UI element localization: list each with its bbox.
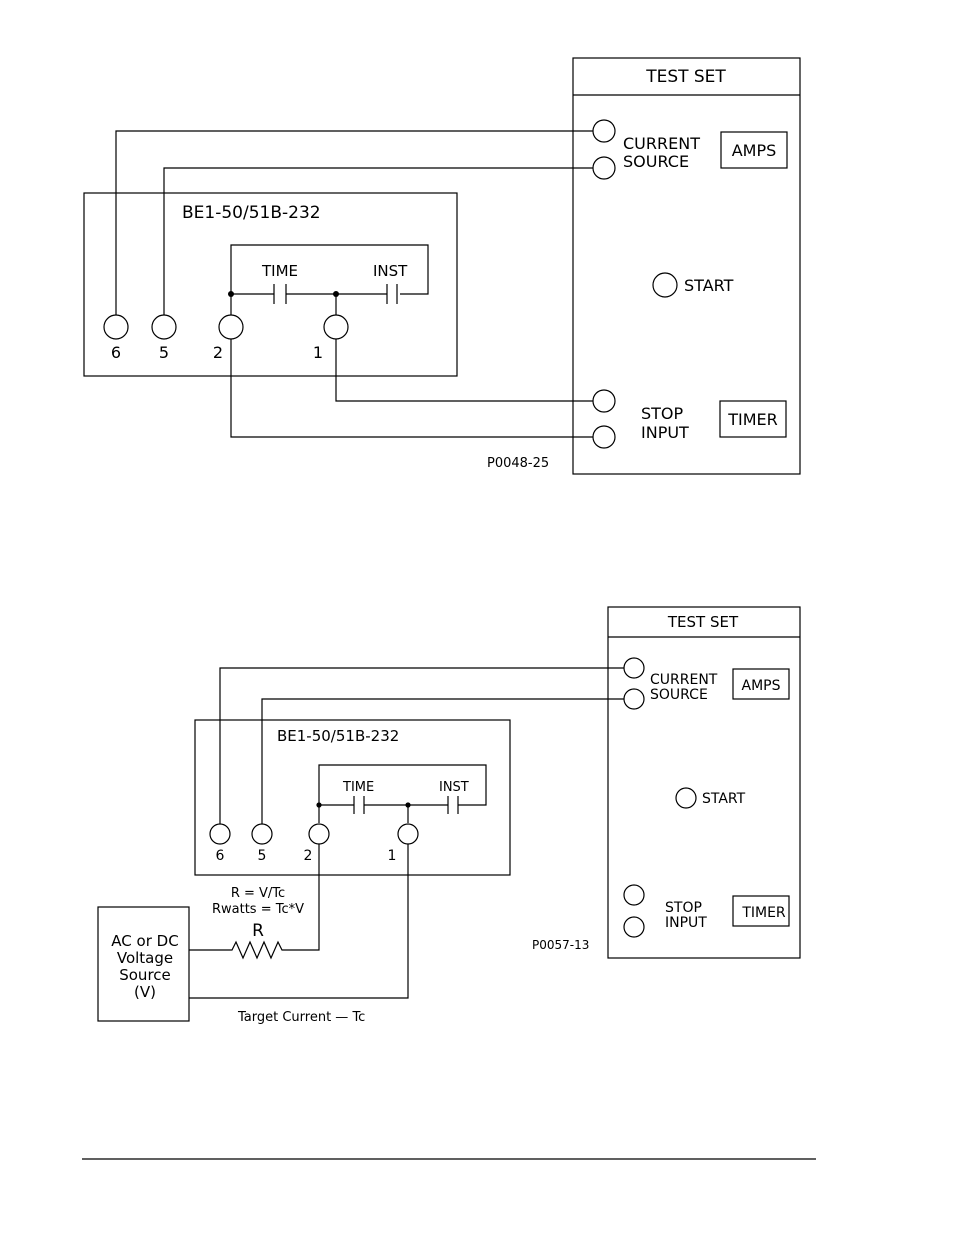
relay-title-1: BE1-50/51B-232 [182, 203, 321, 223]
current-source-terminal-a-1 [592, 119, 616, 143]
stop-input-label-line1-2: STOP [665, 900, 702, 916]
test-set-title-1: TEST SET [645, 67, 726, 87]
timer-box-2 [732, 895, 790, 927]
formula-r: R = V/Tc [231, 886, 285, 901]
timer-box-1 [719, 400, 787, 438]
terminal-number-6-2: 6 [216, 848, 225, 864]
wire-1-to-stop-1 [335, 339, 593, 402]
voltage-source-line-4: (V) [134, 983, 156, 1001]
amps-meter-box-1 [720, 131, 788, 169]
current-source-terminal-b-1 [592, 156, 616, 180]
junction-dot-2b [405, 802, 411, 808]
timer-label-1: TIMER [727, 410, 778, 429]
stop-input-terminal-a-2 [623, 884, 645, 906]
contact-loop-wire-1 [230, 244, 429, 315]
junction-dot-1b [333, 291, 339, 297]
relay-terminal-5-2 [251, 823, 273, 845]
amps-label-2: AMPS [742, 678, 781, 694]
start-button-2 [675, 787, 697, 809]
terminal-number-5-2: 5 [258, 848, 267, 864]
time-contact-label-1: TIME [261, 262, 298, 280]
inst-contact-label-2: INST [439, 780, 469, 795]
relay-terminal-6-2 [209, 823, 231, 845]
start-button-1 [652, 272, 678, 298]
current-source-label-line2-1: SOURCE [623, 152, 689, 171]
target-current-wire [189, 844, 409, 999]
timer-label-2: TIMER [741, 905, 786, 921]
time-contact-label-2: TIME [342, 780, 374, 795]
terminal-number-5-1: 5 [159, 343, 169, 362]
wire-5-to-current-2 [261, 698, 624, 824]
resistor-wire [189, 844, 320, 960]
relay-terminal-1-1 [323, 314, 349, 340]
figure-id-1: P0048-25 [487, 456, 549, 471]
wire-5-to-current-1 [163, 167, 593, 315]
resistor-label: R [252, 921, 264, 941]
target-current-label: Target Current — Tc [237, 1010, 365, 1025]
figure-id-2: P0057-13 [532, 938, 589, 952]
amps-meter-box-2 [732, 668, 790, 700]
relay-terminal-6-1 [103, 314, 129, 340]
current-source-terminal-a-2 [623, 657, 645, 679]
terminal-number-1-1: 1 [313, 343, 323, 362]
stop-input-terminal-a-1 [592, 389, 616, 413]
relay-terminal-2-1 [218, 314, 244, 340]
amps-label-1: AMPS [732, 141, 777, 160]
contact-loop-wire-2 [318, 764, 487, 823]
wire-6-to-current-1 [115, 130, 593, 315]
figure-1: TEST SET CURRENT SOURCE AMPS START STOP … [83, 57, 801, 475]
voltage-source-box [97, 906, 190, 1022]
relay-box-1 [83, 192, 458, 377]
terminal-number-2-2: 2 [304, 848, 313, 864]
current-source-label-line2-2: SOURCE [650, 687, 708, 703]
figure-2: TEST SET CURRENT SOURCE AMPS START STOP … [97, 606, 801, 1025]
stop-input-label-line2-1: INPUT [641, 423, 689, 442]
terminal-number-1-2: 1 [388, 848, 397, 864]
current-source-label-line1-2: CURRENT [650, 672, 718, 688]
relay-terminal-1-2 [397, 823, 419, 845]
relay-box-2 [194, 719, 511, 876]
wire-6-to-current-2 [219, 667, 624, 824]
current-source-label-line1-1: CURRENT [623, 134, 700, 153]
start-label-1: START [684, 276, 734, 295]
junction-dot-1a [228, 291, 234, 297]
current-source-terminal-b-2 [623, 688, 645, 710]
test-set-box-1 [572, 57, 801, 475]
stop-input-label-line2-2: INPUT [665, 915, 707, 931]
voltage-source-line-3: Source [119, 966, 171, 984]
inst-contact-label-1: INST [373, 262, 408, 280]
stop-input-terminal-b-1 [592, 425, 616, 449]
stop-input-label-line1-1: STOP [641, 404, 684, 423]
test-set-title-2: TEST SET [667, 613, 739, 631]
start-label-2: START [702, 791, 746, 807]
terminal-number-2-1: 2 [213, 343, 223, 362]
voltage-source-line-2: Voltage [117, 949, 173, 967]
wire-2-to-stop-1 [230, 339, 593, 438]
relay-title-2: BE1-50/51B-232 [277, 727, 399, 745]
terminal-number-6-1: 6 [111, 343, 121, 362]
relay-terminal-2-2 [308, 823, 330, 845]
formula-rwatts: Rwatts = Tc*V [212, 902, 304, 917]
stop-input-terminal-b-2 [623, 916, 645, 938]
voltage-source-line-1: AC or DC [111, 932, 178, 950]
junction-dot-2a [316, 802, 322, 808]
relay-terminal-5-1 [151, 314, 177, 340]
test-set-box-2 [607, 606, 801, 959]
